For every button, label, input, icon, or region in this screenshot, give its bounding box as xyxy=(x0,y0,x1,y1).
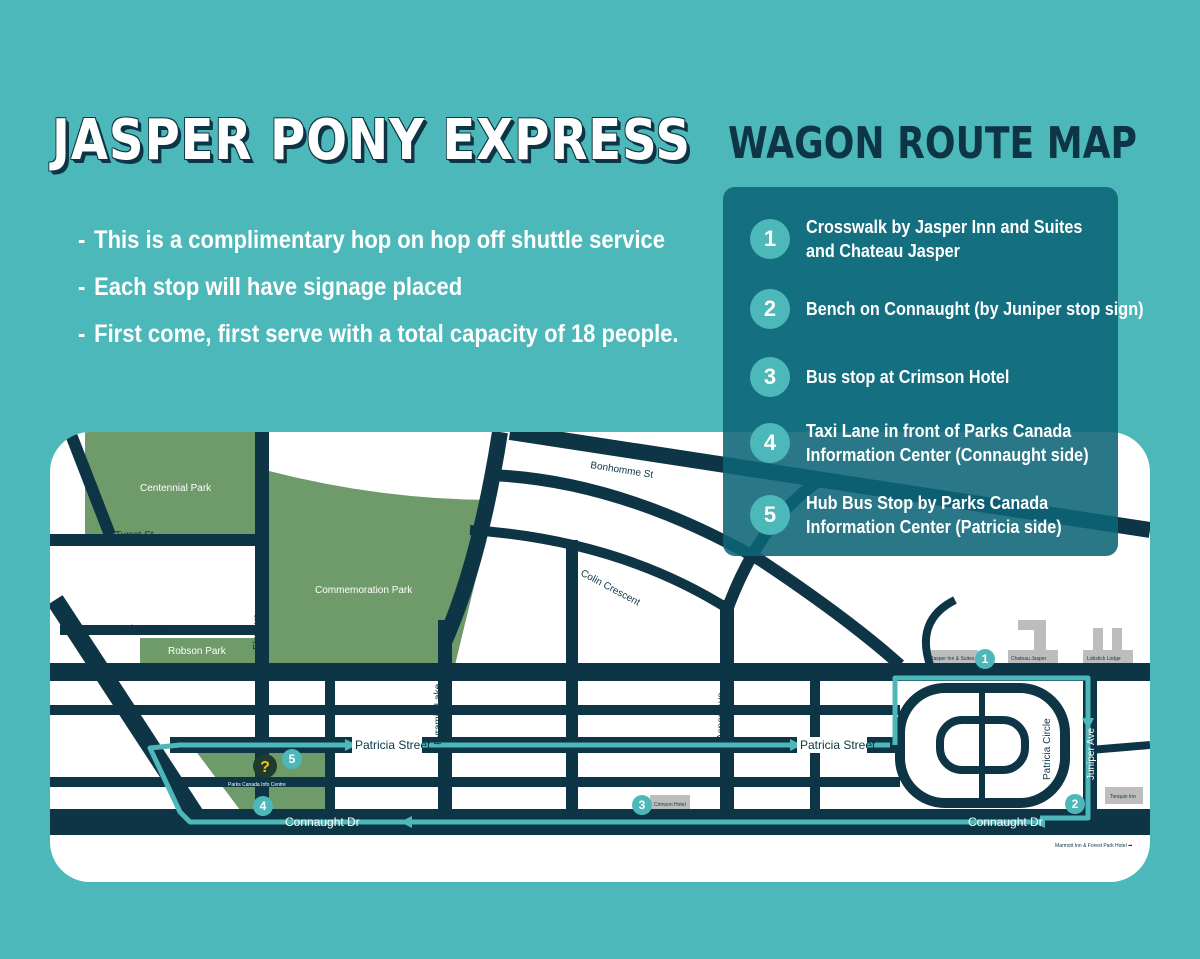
buildings xyxy=(650,620,1143,812)
street-label: Pyramid Lake Rd xyxy=(433,668,444,745)
page-title: JASPER PONY EXPRESS xyxy=(52,108,691,173)
building-label: Tonquin Inn xyxy=(1110,794,1136,800)
page-subtitle: WAGON ROUTE MAP xyxy=(728,118,1137,169)
stop-markers: 1 2 3 4 5 xyxy=(253,649,1085,816)
building-label: Jasper Inn & Suites xyxy=(931,656,975,662)
commemoration-park xyxy=(265,470,495,665)
street-label: Geikie Street xyxy=(323,668,381,679)
street-label: Patricia Street xyxy=(800,738,876,752)
street-label: Juniper Ave xyxy=(1086,727,1097,780)
building-label: Lobstick Lodge xyxy=(1087,656,1121,662)
svg-text:?: ? xyxy=(260,759,270,776)
bullet-item: -Each stop will have signage placed xyxy=(78,273,463,301)
street-label: Turret St xyxy=(115,530,154,541)
svg-text:5: 5 xyxy=(289,752,296,766)
info-centre-icon: ? xyxy=(253,754,277,778)
stop-number: 5 xyxy=(750,495,790,535)
street-label: Aspen Ave xyxy=(716,692,727,740)
stop-item-3: 3 Bus stop at Crimson Hotel xyxy=(723,357,1118,397)
stop-number: 1 xyxy=(750,219,790,259)
street-label: Geikie Street xyxy=(808,670,866,681)
park-label: Robson Park xyxy=(168,646,227,657)
street-label: Colin Crescent xyxy=(579,568,642,609)
wagon-route xyxy=(147,675,1091,825)
street-label: Bonhomme St xyxy=(590,460,655,481)
info-bullets: -This is a complimentary hop on hop off … xyxy=(78,226,760,367)
street-label: Patricia Street xyxy=(355,738,431,752)
park-label: Parks Canada Info Centre xyxy=(228,782,286,788)
park-label: Centennial Park xyxy=(140,483,212,494)
route-arrows xyxy=(345,718,1094,828)
svg-text:4: 4 xyxy=(260,799,267,813)
street-label: Elm Ave xyxy=(252,613,263,650)
bullet-item: -This is a complimentary hop on hop off … xyxy=(78,226,666,254)
building-label: Crimson Hotel xyxy=(654,802,686,808)
svg-text:2: 2 xyxy=(1072,797,1079,811)
centennial-park xyxy=(85,432,262,535)
street-label: Connaught Dr xyxy=(285,815,360,829)
park-label: Commemoration Park xyxy=(315,585,413,596)
street-label: Connaught Dr xyxy=(968,815,1043,829)
stop-number: 2 xyxy=(750,289,790,329)
robson-park xyxy=(140,638,255,664)
stop-item-2: 2 Bench on Connaught (by Juniper stop si… xyxy=(723,289,1144,329)
stop-number: 3 xyxy=(750,357,790,397)
street-label: Balsam St xyxy=(568,694,579,740)
building-label: Chateau Jasper xyxy=(1011,656,1047,662)
svg-text:3: 3 xyxy=(639,798,646,812)
street-label: Robson St xyxy=(118,624,165,635)
street-label: Patricia Circle xyxy=(1042,718,1053,780)
direction-note: Marmott Inn & Forest Park Hotel ➡ xyxy=(1055,843,1133,849)
stop-number: 4 xyxy=(750,423,790,463)
svg-text:1: 1 xyxy=(982,652,989,666)
bullet-item: -First come, first serve with a total ca… xyxy=(78,320,679,348)
map-svg: Turret St Robson St Elm Ave Miette Ave G… xyxy=(50,432,1150,849)
